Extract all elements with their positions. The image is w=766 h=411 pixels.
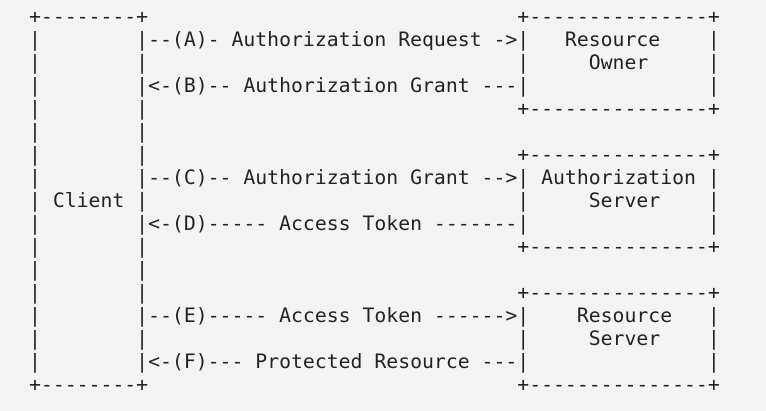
diagram-line-authorization-grant-request: | |--(C)-- Authorization Grant -->| Auth… [29,166,720,189]
diagram-line-resource-server-label: | | | Server | [29,327,720,350]
diagram-line-authorization-request: | |--(A)- Authorization Request ->| Reso… [29,28,720,51]
diagram-line-resource-owner-label: | | | Owner | [29,51,720,74]
diagram-line-client-label: | Client | | Server | [29,189,720,212]
oauth-flow-ascii-diagram: +--------+ +---------------+| |--(A)- Au… [29,5,720,396]
diagram-line-authorization-server-top-border: | | +---------------+ [29,143,720,166]
diagram-line-resource-server-top-border: | | +---------------+ [29,281,720,304]
diagram-line-access-token-response: | |<-(D)----- Access Token -------| | [29,212,720,235]
diagram-line-spacer-1: | | [29,120,149,143]
diagram-line-client-top-border: +--------+ +---------------+ [29,5,720,28]
diagram-line-protected-resource-response: | |<-(F)--- Protected Resource ---| | [29,350,720,373]
diagram-line-spacer-2: | | [29,258,149,281]
diagram-line-authorization-grant-response: | |<-(B)-- Authorization Grant ---| | [29,74,720,97]
diagram-line-access-token-request: | |--(E)----- Access Token ------>| Reso… [29,304,720,327]
diagram-line-authorization-server-bottom-border: | | +---------------+ [29,235,720,258]
diagram-line-client-bottom-border: +--------+ +---------------+ [29,373,720,396]
diagram-line-resource-owner-bottom-border: | | +---------------+ [29,97,720,120]
